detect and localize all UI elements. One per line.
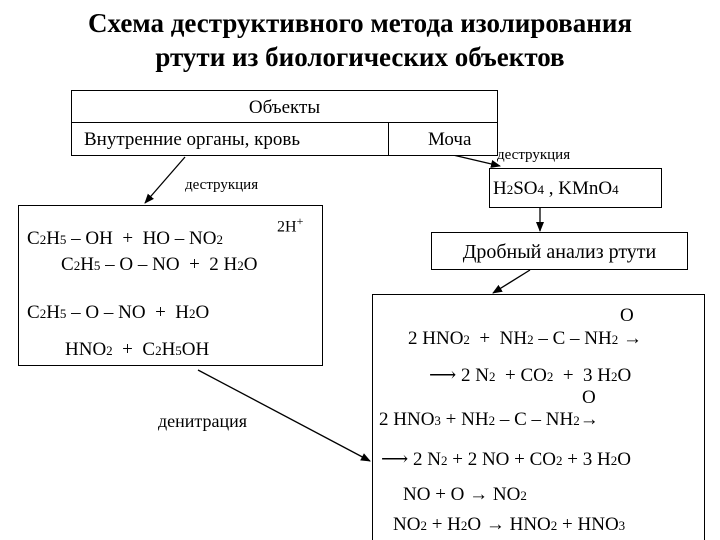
arrow-fraction-to-right [492, 269, 531, 294]
objects-left-label: Внутренние органы, кровь [84, 129, 301, 150]
equation-3: NO + O → NO2 [403, 484, 527, 505]
page-title: Схема деструктивного метода изолирования… [0, 6, 720, 74]
title-line-1: Схема деструктивного метода изолирования [88, 8, 632, 38]
objects-box: Объекты Внутренние органы, кровь Моча [71, 90, 498, 156]
objects-header: Объекты [248, 97, 321, 118]
fraction-analysis-box: Дробный анализ ртути [431, 232, 688, 270]
arrow-urine-to-reagents [452, 154, 501, 168]
esterification-box: 2H+ C2H5 – OH + HO – NO2 C2H5 – O – NO +… [18, 205, 323, 366]
arrow-objects-to-left [144, 156, 186, 204]
reaction-1-line-2: C2H5 – O – NO + 2 H2O [61, 254, 258, 275]
title-line-2: ртути из биологических объектов [155, 42, 565, 72]
destruction-label-left: деструкция [185, 177, 259, 193]
objects-right-label: Моча [428, 129, 472, 150]
arrow-left-to-right [197, 369, 371, 462]
destruction-label-right: деструкция [497, 147, 571, 163]
hplus-catalyst: 2H+ [277, 214, 304, 236]
carbonyl-o-2: O [582, 387, 596, 408]
denitration-box: O 2 HNO2 + NH2 – C – NH2 → ⟶ 2 N2 + CO2 … [372, 294, 705, 540]
reaction-2-line-1: C2H5 – O – NO + H2O [27, 302, 210, 323]
reaction-1-line-1: C2H5 – OH + HO – NO2 [27, 228, 223, 249]
denitration-label: денитрация [158, 411, 248, 431]
reaction-2-line-2: HNO2 + C2H5OH [65, 339, 210, 360]
fraction-analysis-label: Дробный анализ ртути [462, 241, 657, 263]
equation-1-line-2: ⟶ 2 N2 + CO2 + 3 H2O [429, 365, 632, 386]
equation-4: NO2 + H2O → HNO2 + HNO3 [393, 514, 626, 535]
equation-2-line-2: ⟶ 2 N2 + 2 NO + CO2 + 3 H2O [381, 449, 631, 470]
equation-2-line-1: 2 HNO3 + NH2 – C – NH2→ [379, 409, 599, 430]
carbonyl-o-1: O [620, 305, 634, 326]
reagents-box: H2SO4 , KMnO4 [489, 168, 662, 208]
equation-1-line-1: 2 HNO2 + NH2 – C – NH2 → [408, 328, 642, 349]
